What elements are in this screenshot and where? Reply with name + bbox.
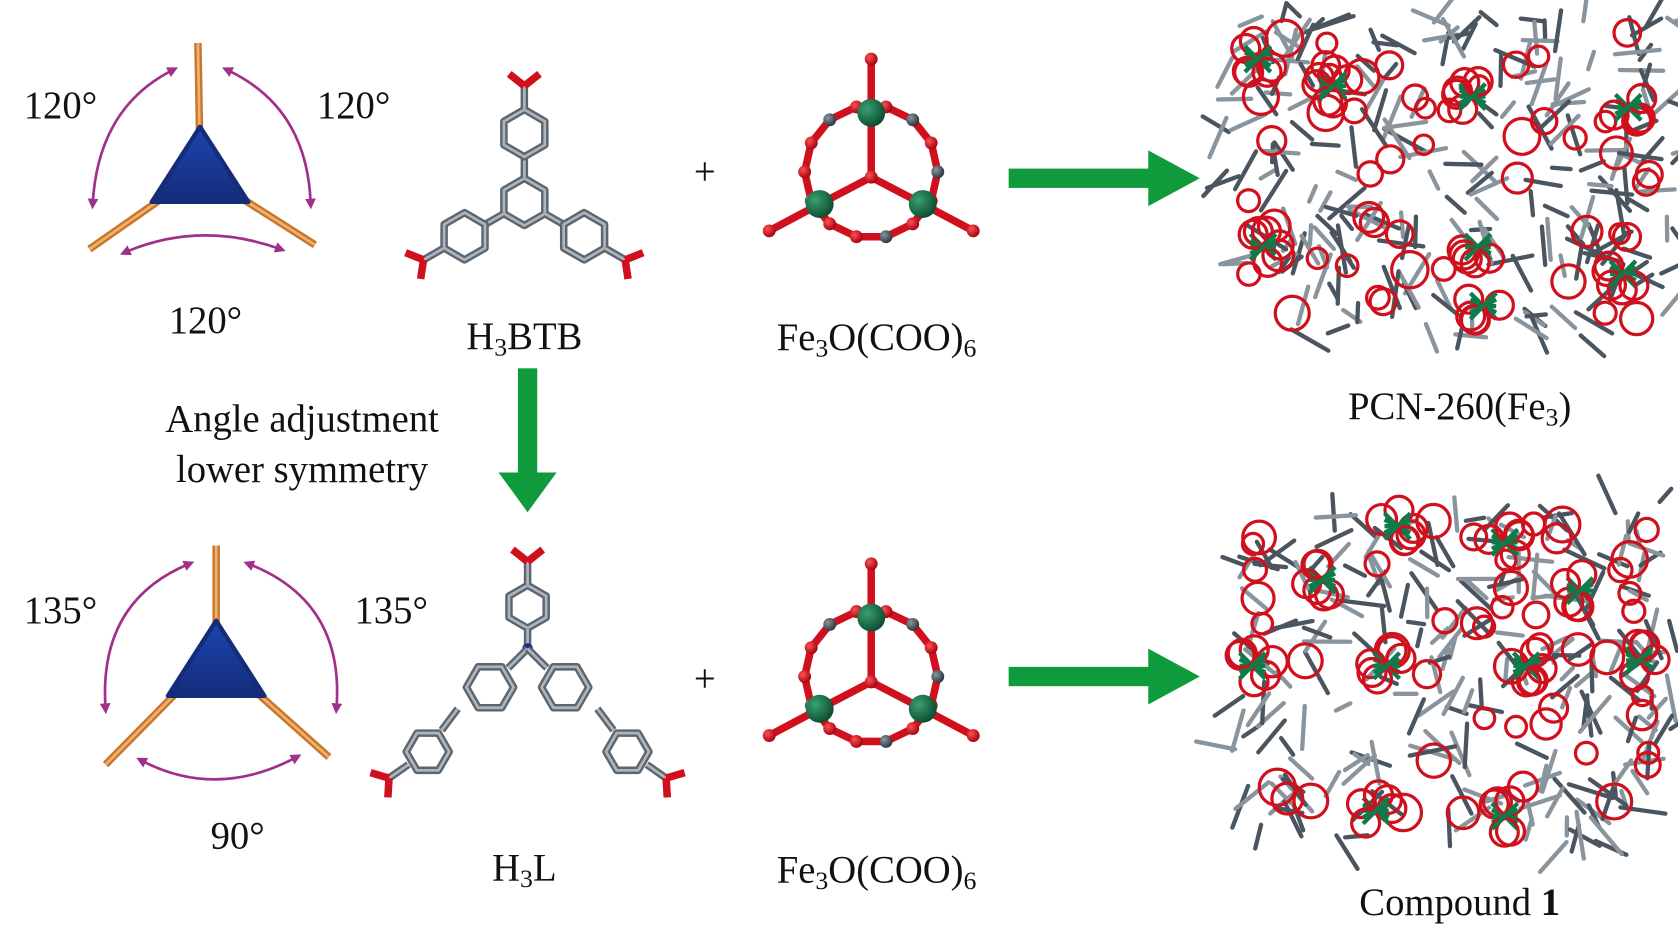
product-label-compound-1: Compound 1 — [1359, 882, 1560, 924]
angle-label: 135° — [24, 590, 97, 632]
pcn-260-framework — [1200, 0, 1678, 359]
product-label-pcn-260: PCN-260(Fe3) — [1348, 386, 1571, 431]
angle-label: 135° — [354, 590, 427, 632]
tritopic-node-120 — [87, 42, 317, 256]
tritopic-node-135 — [99, 545, 343, 781]
ligand-label-h3btb: H3BTB — [466, 316, 582, 361]
plus-sign: + — [694, 152, 716, 194]
design-note-line2: lower symmetry — [176, 449, 429, 491]
angle-adjustment-arrow-down — [498, 368, 557, 513]
cluster-label: Fe3O(COO)6 — [777, 850, 977, 895]
cluster-label: Fe3O(COO)6 — [777, 317, 977, 362]
compound-1-framework — [1193, 473, 1678, 875]
ligand-label-h3l: H3L — [492, 848, 556, 893]
h3l-molecule — [369, 546, 686, 798]
plus-sign: + — [694, 659, 716, 701]
reaction-arrow-right — [1008, 648, 1200, 705]
reaction-arrow-right — [1008, 150, 1200, 207]
angle-label: 90° — [211, 815, 265, 857]
h3btb-molecule — [404, 70, 645, 280]
triangle-core — [149, 124, 251, 205]
design-note-line1: Angle adjustment — [165, 399, 439, 441]
angle-label: 120° — [24, 85, 97, 127]
triangle-core — [165, 618, 267, 699]
angle-label: 120° — [317, 85, 390, 127]
fe3o-cluster — [762, 52, 980, 244]
fe3o-cluster — [762, 557, 980, 748]
angle-label: 120° — [169, 300, 242, 342]
